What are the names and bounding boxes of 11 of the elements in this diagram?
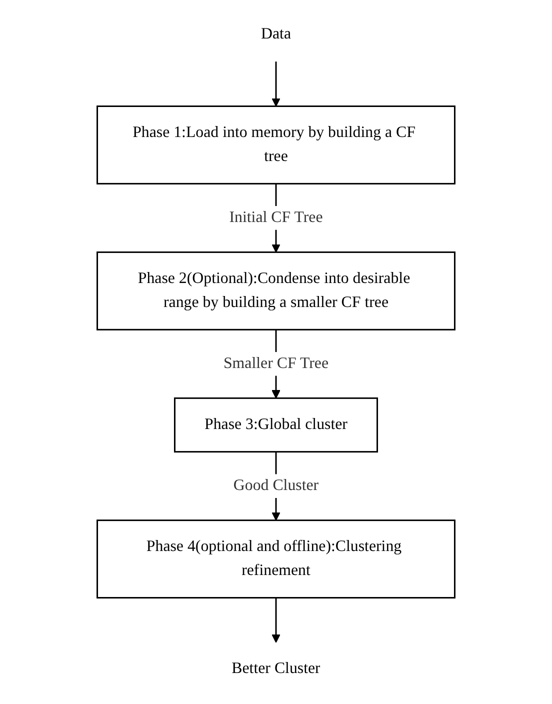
edge-label: Smaller CF Tree	[223, 354, 329, 372]
node-box: Phase 4(optional and offline):Clustering refinement	[96, 520, 456, 598]
edge-label: Initial CF Tree	[229, 209, 323, 226]
node-text: Better Cluster	[232, 660, 320, 678]
edge-label: Good Cluster	[233, 477, 319, 494]
node-text: Data	[261, 26, 291, 43]
arrow	[272, 598, 280, 643]
node-box: Phase 1:Load into memory by building a CF tree	[96, 106, 456, 184]
node-box: Phase 2(Optional):Condense into desirable range by building a smaller CF tree	[96, 251, 456, 330]
arrow	[272, 62, 280, 107]
node-box: Phase 3:Global cluster	[174, 397, 378, 453]
